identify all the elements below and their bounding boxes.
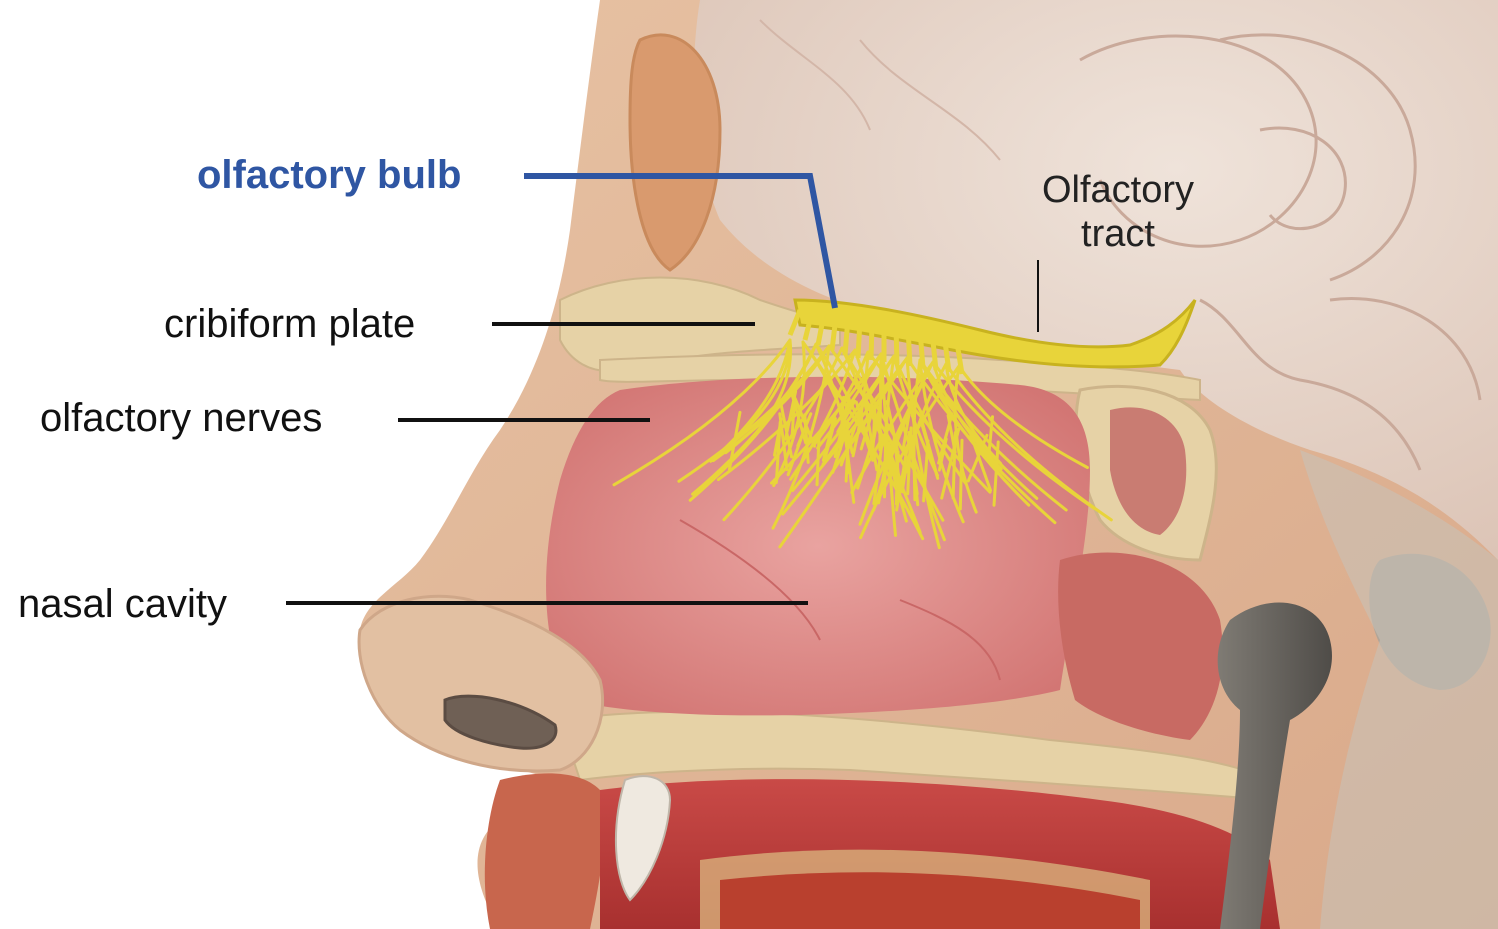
label-olfactory-bulb: olfactory bulb [197, 155, 461, 195]
label-nasal-cavity: nasal cavity [18, 584, 227, 624]
label-olfactory-nerves: olfactory nerves [40, 398, 322, 438]
label-olfactory-tract-line1: Olfactory [1018, 168, 1218, 212]
label-olfactory-tract: Olfactory tract [1018, 168, 1218, 256]
label-olfactory-tract-line2: tract [1018, 212, 1218, 256]
label-cribiform-plate: cribiform plate [164, 304, 415, 344]
